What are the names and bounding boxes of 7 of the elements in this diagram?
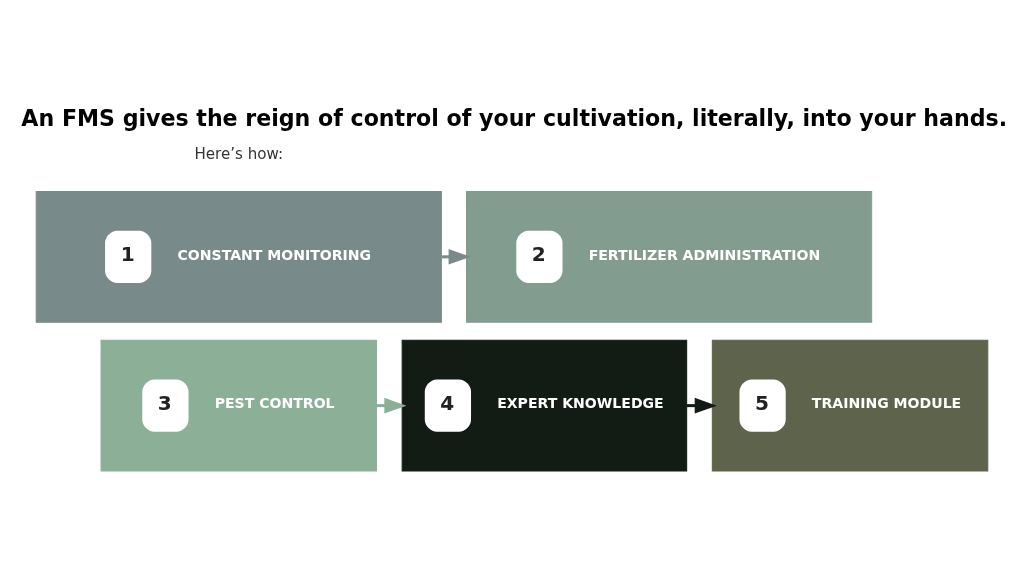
label: Here’s how: (194, 144, 284, 163)
node-box: 5 TRAINING MODULE (711, 339, 989, 472)
node-box: 2 FERTILIZER ADMINISTRATION (466, 190, 873, 323)
node-box: 1 CONSTANT MONITORING (35, 190, 442, 323)
node-box: 4 EXPERT KNOWLEDGE (401, 339, 688, 472)
node-box: 3 PEST CONTROL (100, 339, 378, 472)
diagram-title: An FMS gives the reign of control of your cultivation, literally, into your hands. (21, 104, 1008, 131)
